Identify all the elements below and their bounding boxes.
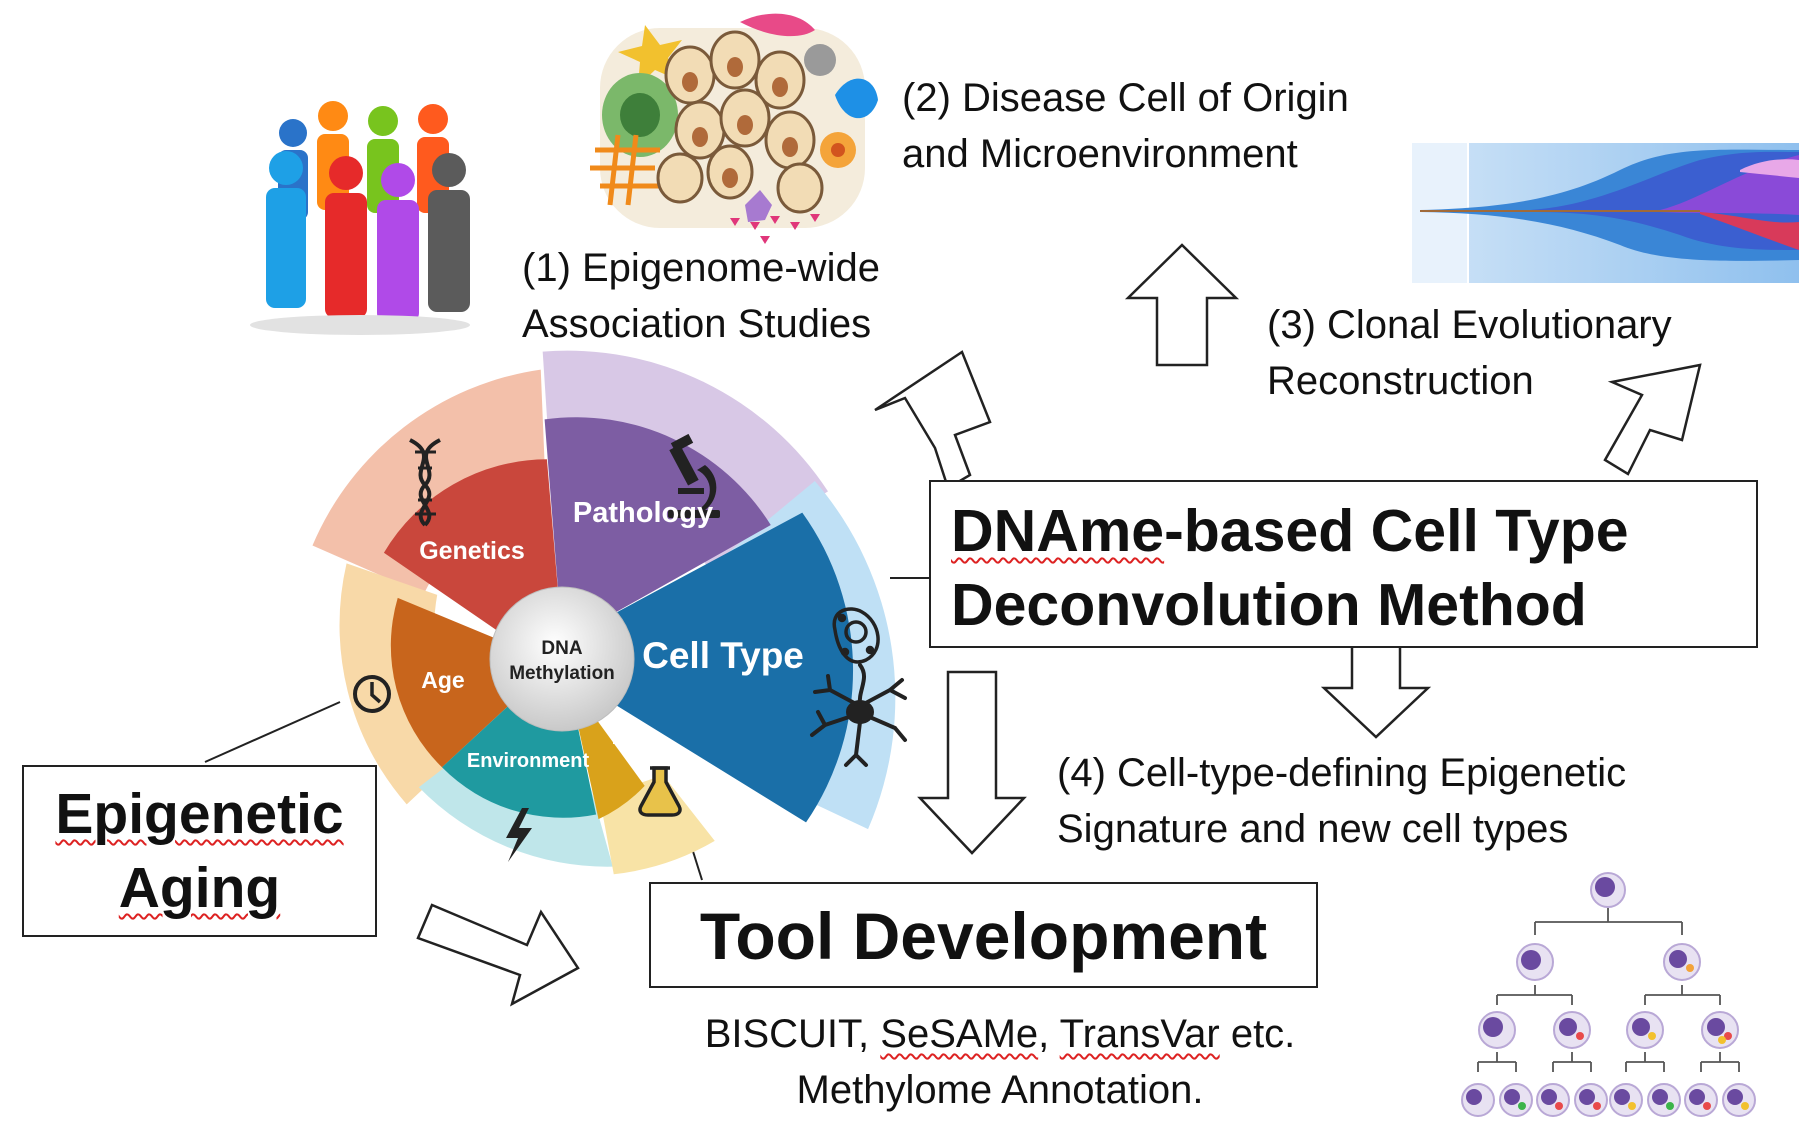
origin-label: (2) Disease Cell of Origin and Microenvi…: [902, 70, 1349, 182]
clonal-evolution-fishplot: [1412, 143, 1799, 283]
tissue-microenvironment-image: [590, 13, 878, 244]
people-crowd-icon: [250, 101, 470, 335]
ewas-label: (1) Epigenome-wide Association Studies: [522, 240, 880, 352]
origin-label-line1: (2) Disease Cell of Origin: [902, 76, 1349, 120]
method-box: DNAme-based Cell Type Deconvolution Meth…: [929, 480, 1758, 648]
segment-label-other: ...: [612, 727, 629, 749]
dna-methylation-wheel: [312, 350, 896, 875]
clonal-label: (3) Clonal Evolutionary Reconstruction: [1267, 297, 1672, 409]
tools-biscuit: BISCUIT,: [704, 1012, 881, 1056]
arrow-to-signature: [1320, 635, 1432, 739]
aging-box: Epigenetic Aging: [22, 765, 377, 937]
aging-line2: Aging: [118, 856, 281, 920]
cell-icon: [832, 607, 880, 664]
dna-icon: [409, 438, 441, 527]
tool-dev-title: Tool Development: [699, 899, 1268, 973]
tools-comma: ,: [1038, 1012, 1060, 1056]
segment-cell-type: [592, 512, 854, 823]
ewas-label-line1: (1) Epigenome-wide: [522, 246, 880, 290]
tools-label-line2: Methylome Annotation.: [796, 1068, 1204, 1112]
method-box-line2: Deconvolution Method: [951, 572, 1587, 638]
tools-transvar: TransVar: [1059, 1012, 1220, 1056]
signature-label: (4) Cell-type-defining Epigenetic Signat…: [1057, 745, 1626, 857]
arrow-aging-to-tool: [416, 903, 580, 1007]
clock-icon: [353, 675, 391, 713]
arrow-to-origin: [1124, 243, 1240, 367]
cell-lineage-tree: [1461, 872, 1756, 1117]
tools-label: BISCUIT, SeSAMe, TransVar etc. Methylome…: [600, 1006, 1400, 1118]
method-line1-rest: -based Cell Type: [1164, 498, 1629, 564]
arrow-method-to-tool: [917, 670, 1027, 855]
origin-label-line2: and Microenvironment: [902, 132, 1298, 176]
wheel-center-line1: DNA: [541, 638, 582, 659]
arrow-to-clonal: [1603, 363, 1702, 476]
segment-pathology: [544, 417, 771, 626]
tools-etc: etc.: [1219, 1012, 1296, 1056]
signature-label-line1: (4) Cell-type-defining Epigenetic: [1057, 751, 1627, 795]
segment-label-cell-type: Cell Type: [642, 635, 804, 676]
flask-icon: [638, 766, 682, 817]
wheel-center-line2: Methylation: [509, 663, 615, 684]
segment-label-genetics: Genetics: [419, 537, 525, 565]
tools-label-line1: BISCUIT, SeSAMe, TransVar etc.: [600, 1006, 1400, 1062]
aging-line1: Epigenetic: [55, 782, 344, 846]
tool-dev-box: Tool Development: [649, 882, 1318, 988]
segment-label-environment: Environment: [467, 750, 590, 772]
segment-label-pathology: Pathology: [573, 497, 713, 529]
lightning-icon: [506, 808, 532, 862]
clonal-label-line2: Reconstruction: [1267, 359, 1534, 403]
wheel-center: [489, 586, 635, 732]
microscope-icon: [668, 433, 720, 518]
method-dname: DNAme: [951, 498, 1165, 564]
signature-label-line2: Signature and new cell types: [1057, 807, 1569, 851]
ewas-label-line2: Association Studies: [522, 302, 872, 346]
neuron-icon: [810, 663, 907, 767]
segment-label-age: Age: [421, 667, 464, 693]
arrow-to-ewas: [874, 350, 992, 490]
connector-aging-line: [204, 701, 341, 763]
tools-sesame: SeSAMe: [880, 1012, 1039, 1056]
clonal-label-line1: (3) Clonal Evolutionary: [1267, 303, 1672, 347]
method-box-line1: DNAme-based Cell Type: [951, 494, 1756, 568]
